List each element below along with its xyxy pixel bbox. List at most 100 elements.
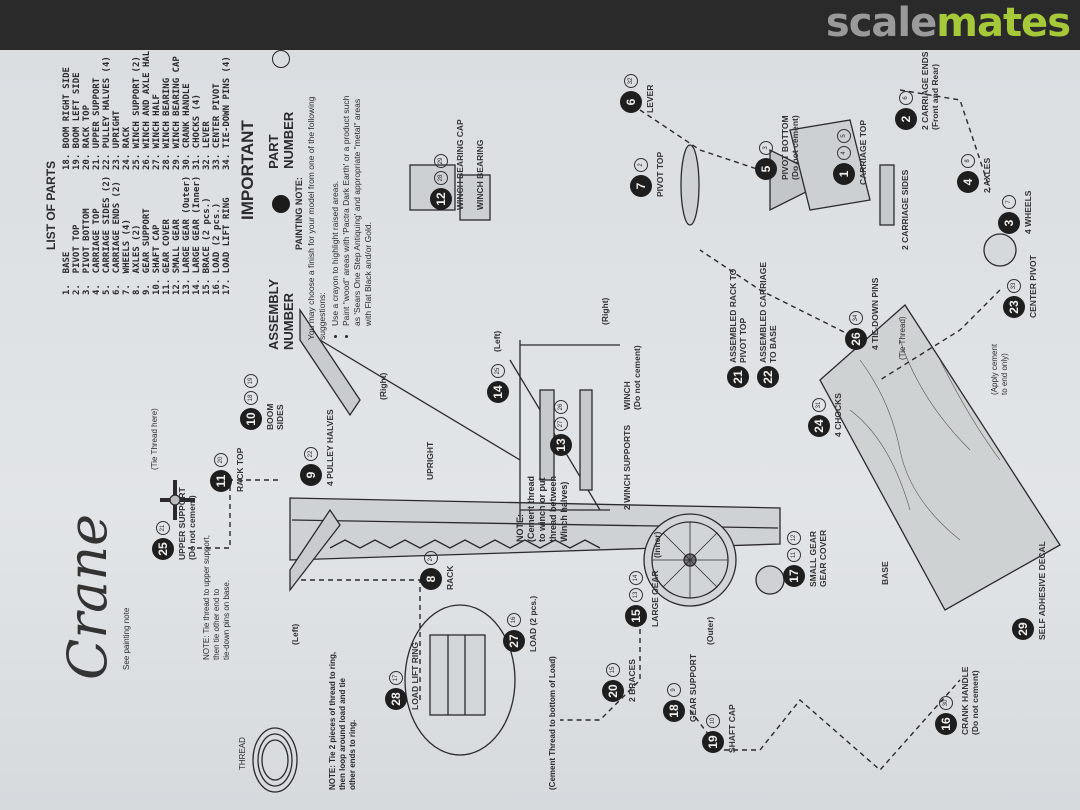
- parts-list-item: 31. CHOCKS (4): [192, 94, 202, 170]
- assembly-number-badge: 1: [833, 163, 855, 185]
- parts-list-item: 15. BRACE (2 pcs.): [202, 197, 212, 295]
- parts-list-item: 16. LOAD (2 pcs.): [212, 202, 222, 295]
- callout-label: GEAR SUPPORT: [688, 653, 698, 722]
- painting-note-heading: PAINTING NOTE:: [294, 177, 304, 250]
- part-number-badge: 11: [787, 548, 801, 562]
- parts-list-item: 4. CARRIAGE TOP: [92, 208, 102, 295]
- parts-list-item: 11. GEAR COVER: [162, 219, 172, 295]
- assembly-callout-18: 18 9 GEAR SUPPORT: [663, 654, 698, 722]
- parts-list-item: 29. WINCH BEARING CAP: [172, 56, 182, 170]
- part-number-badge: 5: [837, 129, 851, 143]
- assembly-number-badge: 5: [755, 158, 777, 180]
- assembly-number-badge: 22: [757, 366, 779, 388]
- parts-list-item: 5. CARRIAGE SIDES (2): [102, 175, 112, 295]
- parts-list-item: 2. PIVOT TOP: [72, 224, 82, 295]
- assembly-number-badge: 20: [602, 680, 624, 702]
- load-bottom-note: (Cement Thread to bottom of Load): [548, 656, 557, 790]
- assembly-number-badge: 24: [808, 415, 830, 437]
- assembly-number-badge: 3: [998, 212, 1020, 234]
- callout-label: 4 CHOCKS: [833, 393, 843, 437]
- rack-teeth: [329, 539, 601, 549]
- part-number-badge: 9: [667, 683, 681, 697]
- scalemates-logo: scalemates: [825, 0, 1071, 46]
- parts-list-item: 13. LARGE GEAR (Outer): [182, 175, 192, 295]
- part-number-badge: 4: [837, 146, 851, 160]
- assembly-number-badge: 7: [630, 175, 652, 197]
- upright-label: UPRIGHT: [425, 441, 435, 480]
- callout-label: WINCH BEARING CAP WINCH BEARING: [455, 119, 485, 210]
- parts-list-item: 22. PULLEY HALVES (4): [102, 56, 112, 170]
- assembly-number-badge: 23: [1003, 296, 1025, 318]
- assembly-number-badge: 12: [430, 188, 452, 210]
- thread-coil: [252, 727, 298, 793]
- part-number-badge: 30: [939, 696, 953, 710]
- instruction-sheet: Crane See painting note LIST OF PARTS 1.…: [0, 45, 1080, 810]
- part-number-badge: 10: [706, 714, 720, 728]
- callout-label: 4 PULLEY HALVES: [325, 409, 335, 486]
- parts-list-item: 28. WINCH BEARING: [162, 77, 172, 170]
- page-subtitle: See painting note: [122, 607, 131, 670]
- assembly-number-badge: 6: [620, 91, 642, 113]
- parts-list-item: 30. CRANK HANDLE: [182, 83, 192, 170]
- callout-label: LEVER: [645, 84, 655, 113]
- parts-list-item: 6. CARRIAGE ENDS (2): [112, 181, 122, 295]
- part-number-badge: 7: [1002, 195, 1016, 209]
- parts-list-item: 20. RACK TOP: [82, 104, 92, 170]
- wood-grain: [849, 339, 1001, 541]
- assembly-number-badge: 8: [420, 568, 442, 590]
- winch-bearing: [459, 174, 491, 221]
- parts-list-item: 24. RACK: [122, 126, 132, 170]
- parts-list-item: 3. PIVOT BOTTOM: [82, 208, 92, 295]
- pivot-top: [680, 144, 700, 226]
- part-number-badge: 14: [629, 571, 643, 585]
- callout-label: LARGE GEAR: [650, 570, 660, 627]
- winch-supports-label: 2 WINCH SUPPORTS: [622, 424, 632, 510]
- part-number-ring-icon: [272, 49, 290, 68]
- important-heading: IMPORTANT: [238, 120, 257, 220]
- parts-list-item: 7. WHEELS (4): [122, 219, 132, 295]
- parts-list-item: 19. BOOM LEFT SIDE: [72, 72, 82, 170]
- assembly-number-badge: 11: [210, 470, 232, 492]
- left-label: (Left): [492, 330, 502, 352]
- part-number-badge: 2: [634, 158, 648, 172]
- winch-note: NOTE: (Cement thread to winch or put thr…: [515, 475, 569, 542]
- callout-label: 4 TIE-DOWN PINS: [870, 277, 880, 350]
- painting-note-bullet: Use a crayon to highlight raised areas.: [330, 90, 341, 326]
- parts-list-item: 21. UPPER SUPPORT: [92, 77, 102, 170]
- parts-list-item: 12. SMALL GEAR: [172, 219, 182, 295]
- tie-thread-here-label: (Tie Thread here): [150, 408, 159, 470]
- parts-list-item: 1. BASE: [62, 251, 72, 295]
- callout-label: ASSEMBLED RACK TO PIVOT TOP: [728, 268, 748, 363]
- assembly-number-badge: 25: [152, 538, 174, 560]
- assembly-number-badge: 29: [1012, 618, 1034, 640]
- assembly-number-badge: 2: [895, 108, 917, 130]
- right-label: (Right): [378, 372, 388, 400]
- callout-label: LOAD (2 pcs.): [528, 595, 538, 652]
- upper-support: [160, 480, 195, 520]
- callout-label: 2 CARRIAGE ENDS (Front and Rear): [920, 51, 940, 130]
- part-number-badge: 33: [1007, 279, 1021, 293]
- tie-thread-label: (Tie Thread): [898, 316, 907, 360]
- boom-left: [289, 508, 341, 592]
- callout-label: 2 AXLES: [982, 157, 992, 193]
- part-number-badge: 27: [554, 417, 568, 431]
- number-legend: ASSEMBLY NUMBER PART NUMBER: [266, 49, 296, 350]
- carriage-side: [879, 164, 895, 226]
- parts-list-item: 10. SHAFT CAP: [152, 224, 162, 295]
- boom-right: [299, 307, 361, 417]
- assembly-number-badge: 18: [663, 700, 685, 722]
- part-number-badge: 20: [214, 453, 228, 467]
- part-number-badge: 28: [434, 171, 448, 185]
